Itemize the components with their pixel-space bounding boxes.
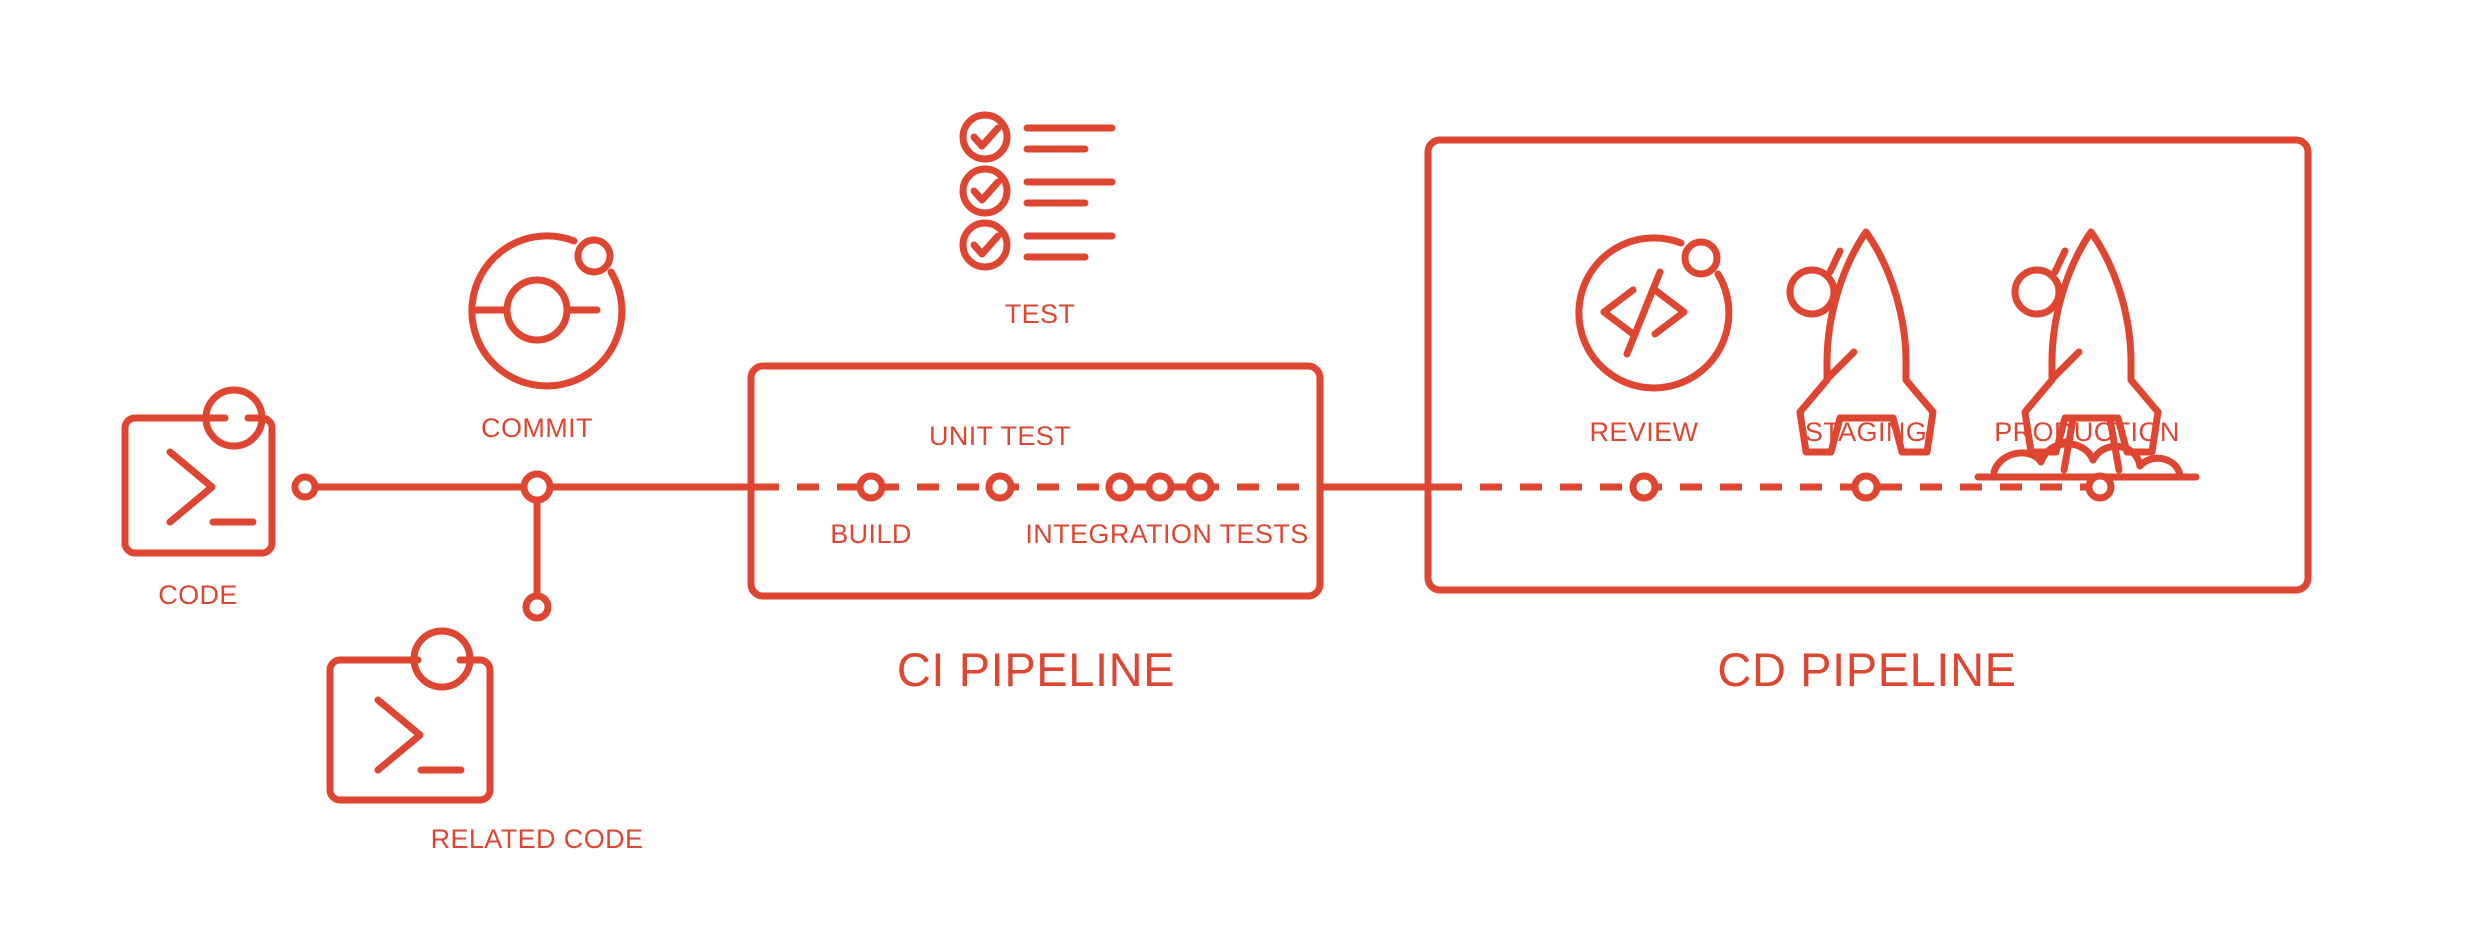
timeline-node-integration-2[interactable]: [1145, 472, 1175, 502]
staging-icon-group: [1786, 228, 1937, 456]
code-review-icon-ring: [1575, 234, 1733, 392]
staging-label: STAGING: [1805, 417, 1927, 447]
commit-node-icon-inner-circle: [503, 276, 571, 344]
timeline-node-commit[interactable]: [520, 470, 554, 504]
checklist-icon-group: [959, 111, 1116, 271]
checklist-icon-check-3: [970, 232, 1002, 258]
timeline-node-integration-3[interactable]: [1185, 472, 1215, 502]
terminal-code-icon-bubble: [202, 386, 266, 450]
commit-icon-group: [468, 232, 626, 390]
related-code-icon-group: [326, 627, 494, 804]
timeline-node-review[interactable]: [1629, 472, 1659, 502]
rocket-launch-icon-fin-line: [2048, 348, 2083, 383]
production-label: PRODUCTION: [1994, 417, 2180, 447]
rocket-launch-icon-port: [2011, 266, 2063, 318]
test-label: TEST: [1005, 299, 1076, 329]
timeline-node-build[interactable]: [856, 472, 886, 502]
cd-pipeline-box: [1424, 136, 2312, 594]
rocket-icon-port-stem: [1826, 247, 1844, 276]
rocket-icon-fin-line: [1823, 348, 1858, 383]
terminal-code-icon-card: [121, 414, 276, 557]
timeline-node-staging[interactable]: [1851, 472, 1881, 502]
timeline-node-branch[interactable]: [522, 592, 552, 622]
timeline-node-production[interactable]: [2085, 472, 2115, 502]
ci-pipeline-box: [747, 362, 1324, 600]
build-label: BUILD: [830, 519, 912, 549]
code-label: CODE: [158, 580, 238, 610]
checklist-icon-check-2: [970, 178, 1002, 204]
timeline-node-code[interactable]: [291, 473, 319, 501]
unit-test-label: UNIT TEST: [929, 421, 1071, 451]
timeline-node-integration-1[interactable]: [1105, 472, 1135, 502]
related-code-icon-card: [326, 656, 494, 804]
checklist-icon-check-1: [970, 124, 1002, 150]
terminal-code-icon-chevron: [166, 448, 216, 526]
timeline-node-unit-test[interactable]: [985, 472, 1015, 502]
related-code-icon-bubble: [410, 627, 474, 691]
rocket-launch-icon-smoke: [1990, 440, 2184, 480]
integration-tests-label: INTEGRATION TESTS: [1025, 519, 1308, 549]
commit-node-icon-dot: [574, 236, 614, 276]
rocket-icon-body: [1796, 228, 1937, 456]
code-review-icon-left-angle: [1600, 286, 1637, 338]
commit-node-icon-ring: [468, 232, 626, 390]
commit-label: COMMIT: [481, 413, 593, 443]
ci-pipeline-title: CI PIPELINE: [897, 643, 1175, 696]
related-code-icon-chevron: [374, 696, 424, 774]
checklist-icon-circle-1: [959, 111, 1011, 163]
cd-pipeline-title: CD PIPELINE: [1717, 643, 2016, 696]
checklist-icon-circle-2: [959, 165, 1011, 217]
rocket-launch-icon-body: [2021, 228, 2162, 456]
checklist-icon-circle-3: [959, 219, 1011, 271]
code-review-icon-right-angle: [1651, 286, 1688, 338]
code-review-icon-slash: [1623, 268, 1664, 358]
code-review-icon-dot: [1681, 238, 1721, 278]
related-code-label: RELATED CODE: [431, 824, 644, 854]
review-icon-group: [1575, 234, 1733, 392]
rocket-launch-icon-port-stem: [2051, 247, 2069, 276]
rocket-icon-port: [1786, 266, 1838, 318]
code-icon-group: [121, 386, 276, 557]
review-label: REVIEW: [1590, 417, 1699, 447]
production-icon-group: [1974, 228, 2200, 481]
